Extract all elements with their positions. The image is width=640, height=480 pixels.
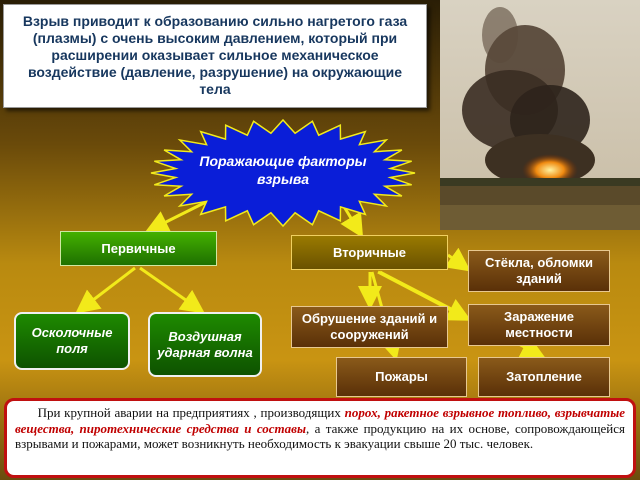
note-highlight: порох, ракетное взрывное топливо, взрывч… [15,405,626,436]
glass-debris-label: Стёкла, обломки зданий [485,255,593,286]
glass-debris-box: Стёкла, обломки зданий [468,250,610,292]
root-label: Поражающие факторы взрыва [199,153,367,187]
primary-factors-box: Первичные [60,231,217,266]
arrow-primary-to-fragment [75,266,136,314]
arrow-primary-to-shockwave [139,266,205,314]
root-burst-shape [150,118,416,228]
intro-text-box: Взрыв приводит к образованию сильно нагр… [3,4,427,108]
evacuation-note: При крупной аварии на предприятиях , про… [4,398,636,478]
flooding-box: Затопление [478,357,610,397]
fires-box: Пожары [336,357,467,397]
note-text-end: , а также продукцию на их основе, сопров… [15,420,625,452]
air-shockwave-box: Воздушная ударная волна [148,312,262,377]
fires-label: Пожары [375,369,428,384]
arrow-secondary-to-glass [444,247,471,272]
secondary-factors-box: Вторичные [291,235,448,270]
area-contamination-label: Заражение местности [504,309,574,340]
note-text-start: При крупной аварии на предприятиях , про… [37,405,345,420]
area-contamination-box: Заражение местности [468,304,610,346]
flooding-label: Затопление [506,369,582,384]
intro-text: Взрыв приводит к образованию сильно нагр… [22,13,408,97]
air-shockwave-label: Воздушная ударная волна [157,328,253,360]
fragment-fields-label: Осколочные поля [31,325,113,356]
explosion-photo [440,0,640,230]
secondary-factors-label: Вторичные [332,244,407,260]
arrow-root-to-primary [144,198,211,233]
fragment-fields-box: Осколочные поля [14,312,130,370]
primary-factors-label: Первичные [101,240,176,256]
building-collapse-label: Обрушение зданий и сооружений [301,311,438,342]
building-collapse-box: Обрушение зданий и сооружений [291,306,448,348]
